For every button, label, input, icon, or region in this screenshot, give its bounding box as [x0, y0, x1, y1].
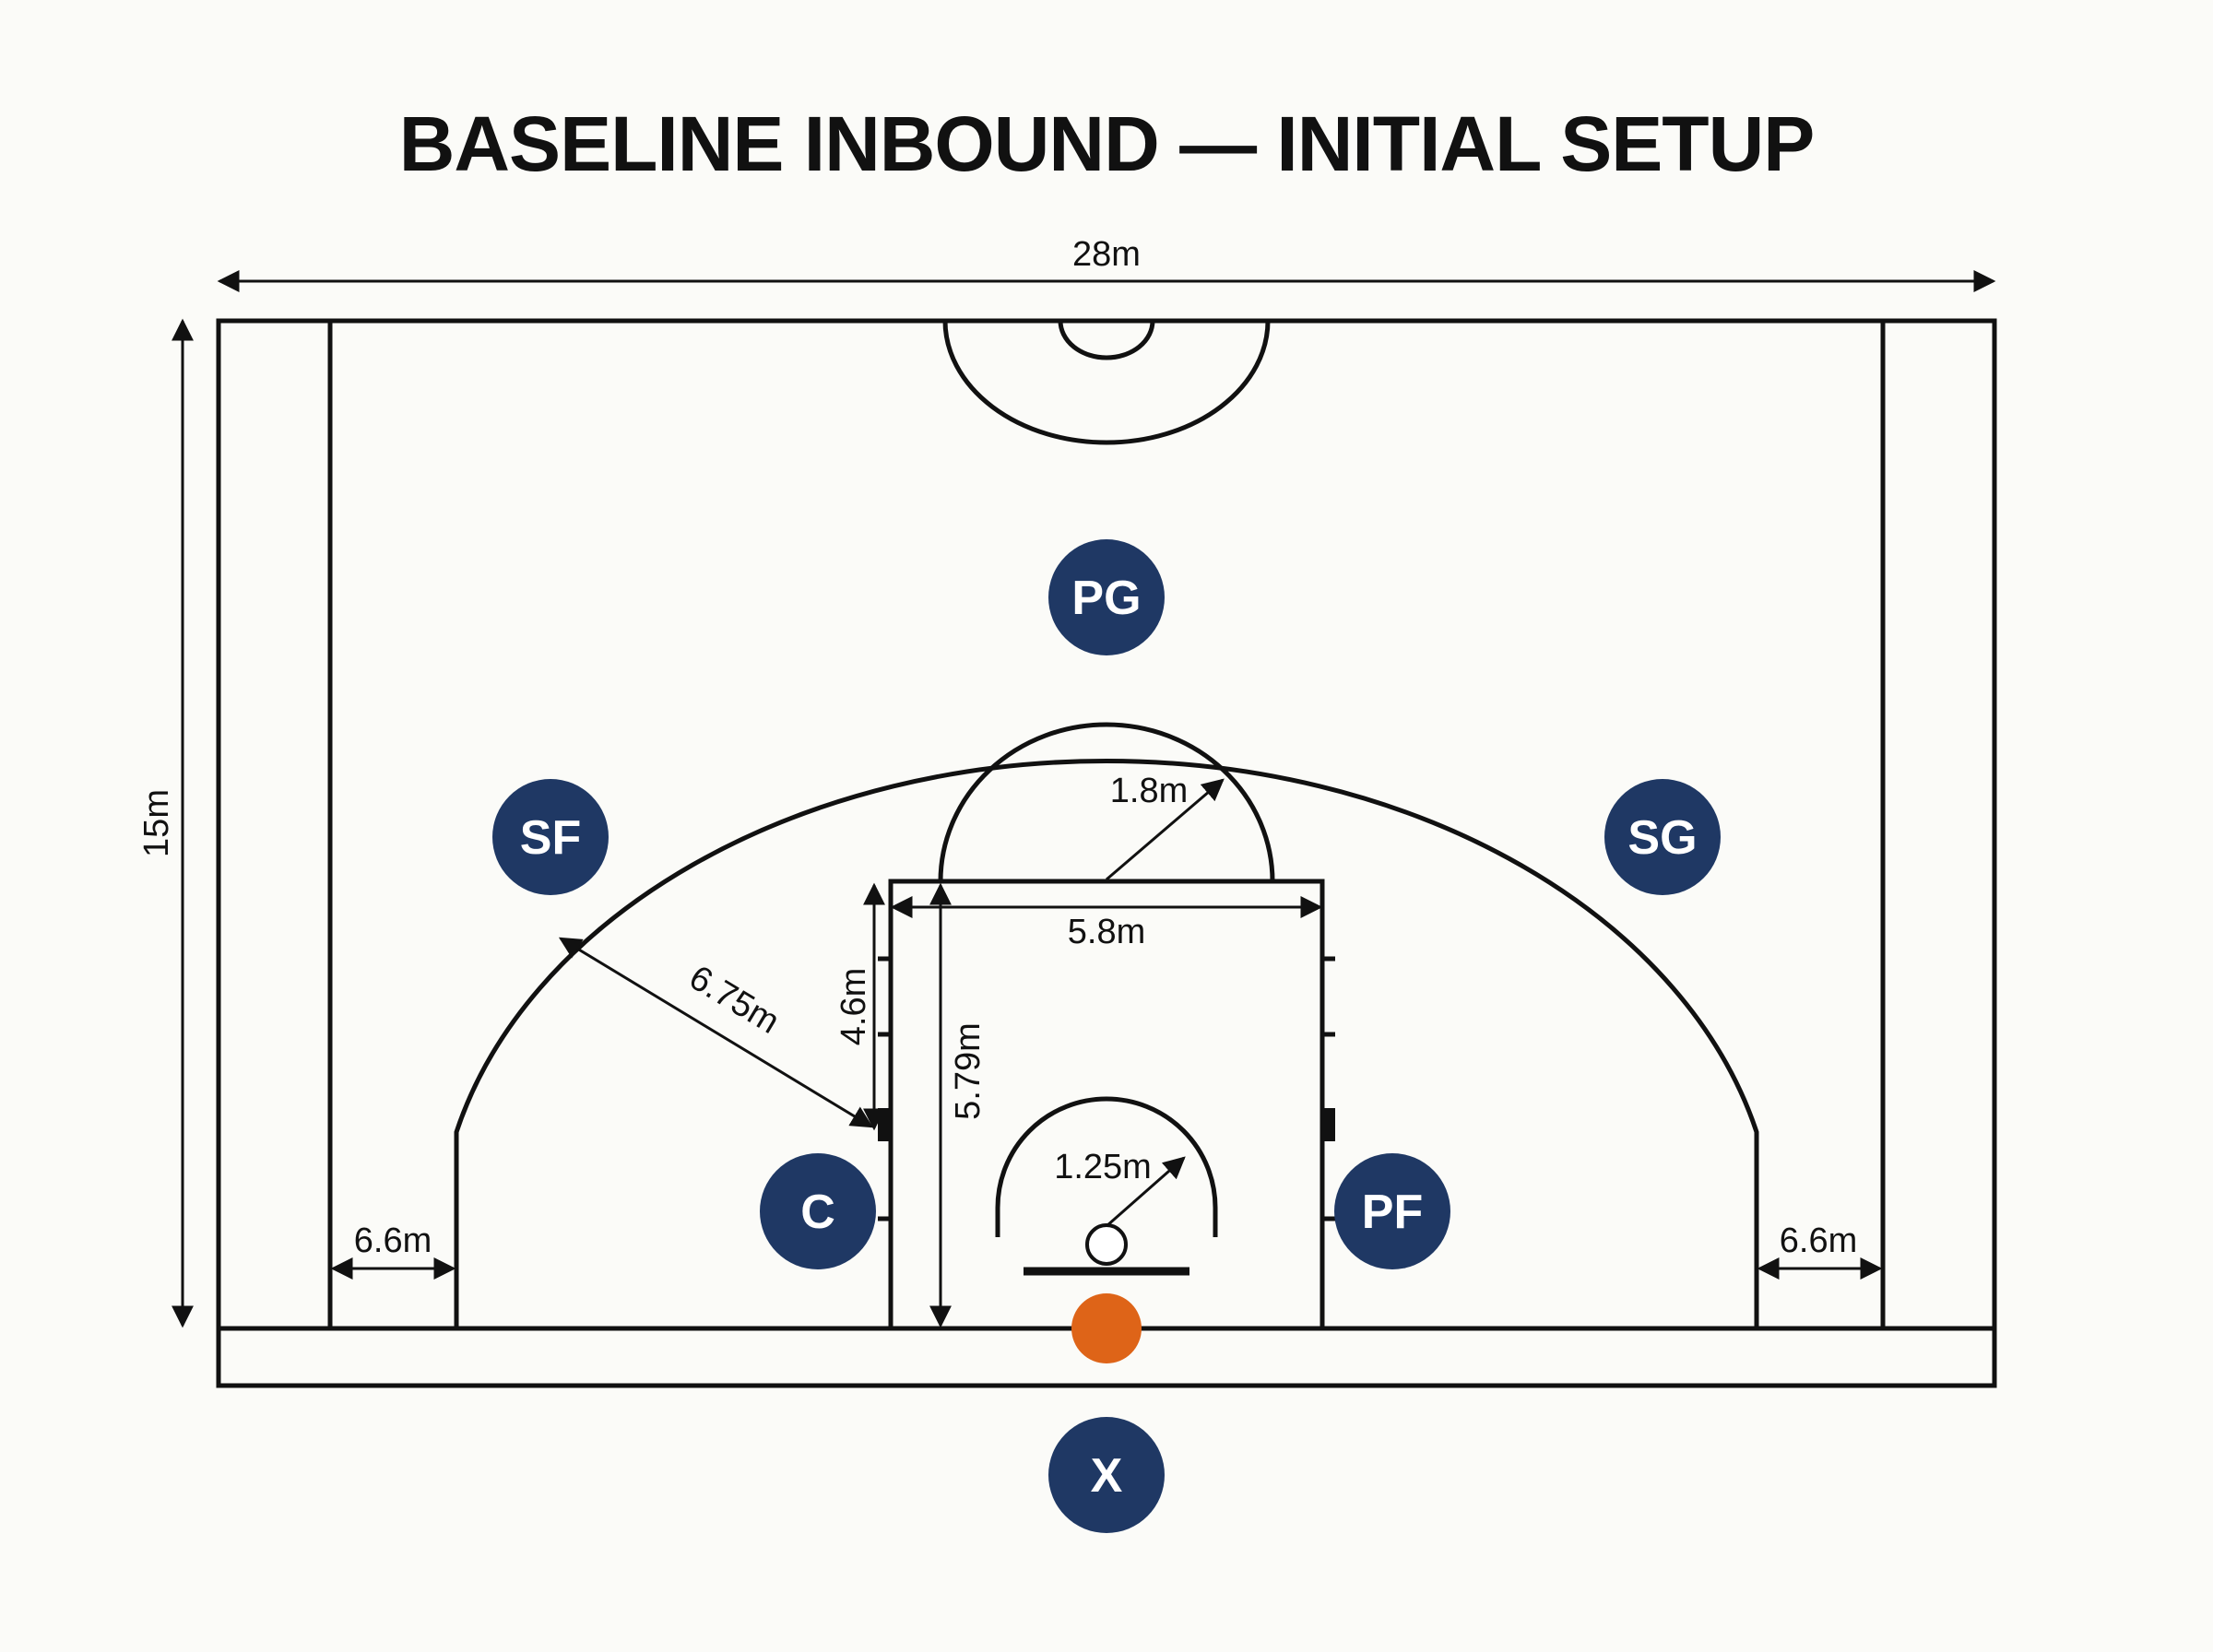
corner-left-label: 6.6m: [354, 1221, 432, 1260]
three-point-radius-label: 6.75m: [682, 959, 786, 1042]
lane-width-label: 5.8m: [1068, 913, 1145, 951]
lane-mark-label: 4.6m: [834, 968, 873, 1045]
free-throw-radius-label: 1.8m: [1110, 772, 1188, 810]
player-x-marker: [1048, 1417, 1165, 1533]
player-sg[interactable]: SG: [1604, 779, 1721, 895]
player-pf-marker: [1334, 1153, 1450, 1269]
player-c-label: C: [800, 1186, 835, 1239]
lane-block: [878, 1108, 891, 1141]
player-pg[interactable]: PG: [1048, 539, 1165, 655]
player-pg-label: PG: [1071, 572, 1141, 625]
player-sg-label: SG: [1627, 811, 1697, 865]
court-width-label: 28m: [1072, 235, 1141, 274]
free-throw-circle: [938, 722, 1275, 882]
player-pf-label: PF: [1362, 1186, 1423, 1239]
hoop: [1085, 1223, 1128, 1266]
player-x[interactable]: X: [1048, 1417, 1165, 1533]
player-pf[interactable]: PF: [1334, 1153, 1450, 1269]
player-sf[interactable]: SF: [492, 779, 609, 895]
player-sf-label: SF: [520, 811, 581, 865]
player-x-label: X: [1091, 1449, 1123, 1503]
free-throw-radius-line: [1106, 778, 1225, 881]
restricted-radius-line: [1106, 1156, 1186, 1228]
diagram-title: BASELINE INBOUND — INITIAL SETUP: [399, 100, 1815, 187]
three-point-radius-line: [558, 937, 874, 1128]
center-circle-outer: [942, 320, 1271, 445]
restricted-area-arc: [995, 1096, 1218, 1237]
player-pg-marker: [1048, 539, 1165, 655]
restricted-radius-label: 1.25m: [1054, 1148, 1152, 1186]
player-sf-marker: [492, 779, 609, 895]
player-c-marker: [760, 1153, 876, 1269]
court-length-label: 15m: [137, 789, 176, 857]
corner-right-label: 6.6m: [1780, 1221, 1857, 1260]
player-sg-marker: [1604, 779, 1721, 895]
court-boundary: [216, 318, 1997, 1388]
lane-block: [1322, 1108, 1335, 1141]
free-throw-distance-label: 5.79m: [949, 1022, 988, 1120]
center-circle-inner: [1058, 320, 1155, 360]
ball: [1071, 1293, 1142, 1363]
player-c[interactable]: C: [760, 1153, 876, 1269]
